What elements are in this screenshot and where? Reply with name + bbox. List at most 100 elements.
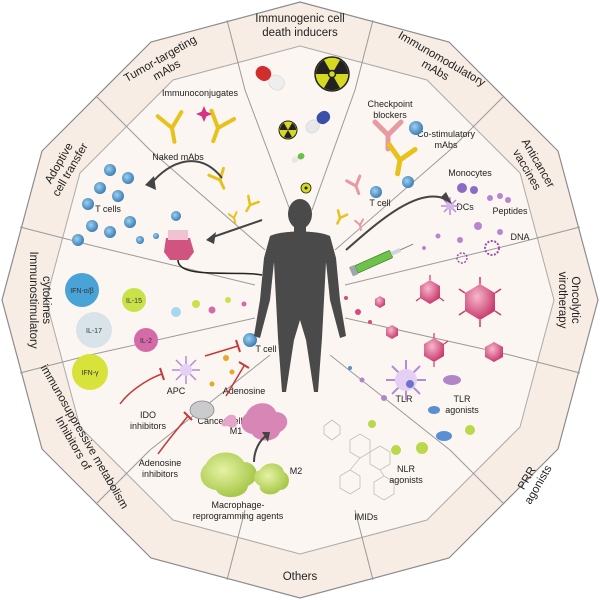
label-cancer-cell: Cancer cell — [197, 416, 242, 426]
aden-inhibitor-line — [157, 415, 189, 455]
dna-icon — [456, 240, 500, 264]
label-nlr-agonists-2: agonists — [389, 475, 423, 485]
label-peptides: Peptides — [492, 206, 528, 216]
cytokine-label: IFN-α/β — [70, 288, 94, 295]
cancer-cell-icon — [189, 400, 215, 420]
label-ido-2: inhibitors — [130, 421, 167, 431]
cytokine-label: IL-17 — [86, 328, 102, 335]
label-checkpoint-1: Checkpoint — [367, 99, 413, 109]
pill-capsule-icon — [305, 110, 331, 134]
pill-capsule-icon — [255, 65, 285, 91]
label-monocytes: Monocytes — [448, 168, 492, 178]
label-m1: M1 — [230, 426, 243, 436]
antibody-icon — [227, 211, 238, 224]
antibody-icon — [207, 166, 226, 190]
star-conjugate-icon — [196, 106, 212, 122]
label-t-cells: T cells — [95, 204, 121, 214]
label-apc: APC — [167, 386, 186, 396]
cytokine-il15: IL-15 — [122, 288, 146, 312]
virus-icon — [375, 296, 385, 308]
repolarize-arrow — [253, 435, 267, 463]
label-immunoconjugates: Immunoconjugates — [162, 88, 239, 98]
ido-inhibitor-line — [119, 373, 163, 405]
label-dcs: DCs — [456, 202, 474, 212]
dendritic-cell-icon — [441, 197, 459, 215]
cytokine-ifn-g: IFN-γ — [72, 354, 108, 390]
imid-molecule-icon — [323, 419, 395, 501]
virus-icon — [424, 333, 449, 367]
arrowhead-icon — [440, 192, 452, 204]
label-ido-1: IDO — [140, 410, 156, 420]
label-checkpoint-2: blockers — [373, 110, 407, 120]
label-nlr-agonists-1: NLR — [397, 464, 416, 474]
radiation-icon — [278, 120, 298, 140]
virus-icon — [386, 325, 398, 339]
virus-cluster — [344, 275, 503, 367]
antibody-icon — [209, 108, 237, 144]
m2-macrophage-icon — [200, 452, 289, 498]
monocyte-icon — [457, 183, 467, 193]
label-t-cell-inh: T cell — [255, 344, 276, 354]
virus-icon — [458, 277, 502, 327]
syringe-icon — [348, 243, 414, 277]
vaccine-arrow — [345, 195, 449, 251]
m1-macrophage-icon — [221, 403, 288, 441]
label-others: Others — [283, 571, 318, 583]
virus-icon — [485, 342, 503, 362]
cytokine-label: IL-15 — [126, 298, 142, 305]
cytokine-il17: IL-17 — [76, 312, 112, 348]
label-macrophage-1: Macrophage- — [211, 500, 264, 510]
inhibition-line — [225, 365, 245, 397]
antibody-icon — [336, 209, 349, 225]
label-macrophage-2: reprogramming agents — [193, 511, 284, 521]
label-tlr: TLR — [395, 394, 413, 404]
peptide-beads — [422, 193, 511, 250]
inhibition-bar — [238, 361, 250, 369]
cytokine-il2: IL-2 — [134, 328, 158, 352]
t-cell-cluster — [72, 164, 181, 246]
t-cell-icon — [243, 333, 257, 347]
label-cytokines-2: cytokines — [40, 276, 52, 324]
sector-dividers — [19, 19, 581, 581]
t-cell-icon — [402, 176, 414, 188]
arrowhead-icon — [262, 432, 270, 442]
inhibitor-pellets — [209, 355, 235, 387]
label-aden-inh-1: Adenosine — [139, 458, 182, 468]
label-imids: IMIDs — [354, 512, 378, 522]
cytokine-particles — [171, 297, 247, 317]
cytokine-label: IL-2 — [140, 338, 152, 345]
label-costim-2: mAbs — [434, 140, 458, 150]
label-costim-1: Co-stimulatory — [417, 129, 476, 139]
radiation-icon — [300, 182, 312, 194]
label-oncolytic-2: virotherapy — [556, 272, 568, 329]
arrowhead-icon — [145, 176, 156, 190]
human-silhouette — [254, 199, 346, 392]
t-cell-icon — [370, 186, 382, 198]
pill-capsule-icon — [291, 153, 305, 163]
virus-icon — [415, 275, 445, 304]
label-icd-2: death inducers — [262, 27, 338, 39]
antibody-icon — [386, 142, 418, 177]
t-cell-icon — [409, 121, 423, 135]
antibody-icon — [245, 194, 260, 213]
label-adenosine: Adenosine — [223, 386, 266, 396]
antibody-icon — [345, 174, 362, 196]
iv-bag-icon — [164, 230, 263, 276]
label-naked-mabs: Naked mAbs — [152, 152, 204, 162]
cytokine-label: IFN-γ — [81, 370, 99, 377]
inhibition-line — [204, 345, 239, 357]
label-aden-inh-2: inhibitors — [142, 469, 179, 479]
prr-dendritic-icon — [386, 360, 426, 400]
label-tlr-agonists-1: TLR — [453, 394, 471, 404]
inhibition-bar — [235, 339, 241, 353]
label-icd-1: Immunogenic cell — [255, 13, 344, 25]
radiation-icon — [314, 56, 350, 92]
label-dna: DNA — [510, 232, 529, 242]
label-tlr-agonists-2: agonists — [445, 405, 479, 415]
antibody-icon — [354, 218, 365, 231]
transfer-arrow — [149, 160, 223, 186]
label-t-cell-mabs: T cell — [369, 198, 390, 208]
inhibition-bar — [183, 411, 193, 421]
label-oncolytic-1: Oncolytic — [569, 276, 581, 324]
